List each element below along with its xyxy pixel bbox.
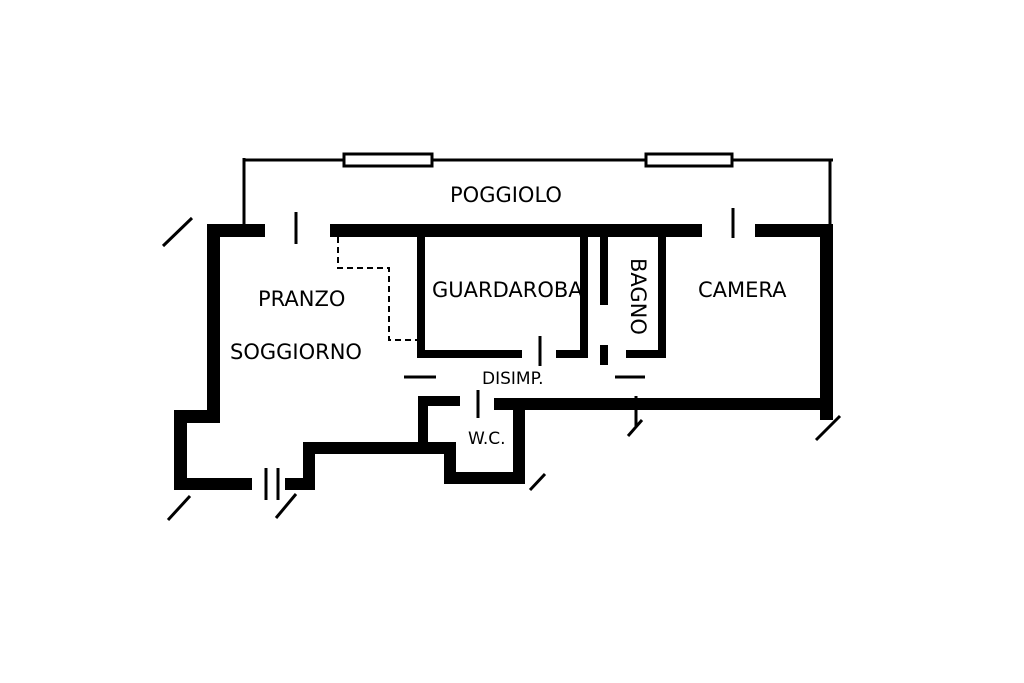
- walls: [174, 224, 833, 490]
- room-label-bathroom: BAGNO: [626, 258, 650, 335]
- room-label-hall: DISIMP.: [482, 369, 544, 389]
- cabinet-outline: [337, 237, 417, 341]
- break-marks: [161, 216, 842, 522]
- door-marks: [264, 208, 735, 500]
- room-label-balcony: POGGIOLO: [450, 183, 562, 207]
- room-label-toilet: W.C.: [468, 429, 506, 449]
- room-label-dining: PRANZO: [258, 287, 345, 311]
- balcony-outline: [242, 152, 833, 226]
- room-label-bedroom: CAMERA: [698, 278, 787, 302]
- window: [342, 152, 434, 168]
- room-label-living: SOGGIORNO: [230, 340, 362, 364]
- window: [644, 152, 734, 168]
- room-label-wardrobe: GUARDAROBA: [432, 278, 583, 302]
